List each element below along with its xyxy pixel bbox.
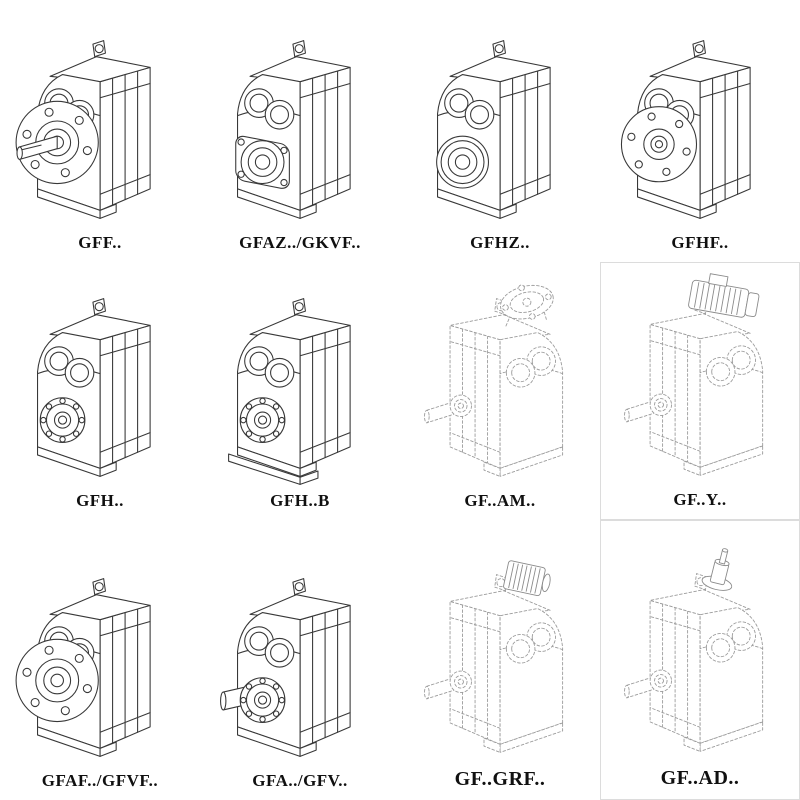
model-label: GFHF.. xyxy=(671,233,729,252)
gearbox-drawing-hollow-shaft xyxy=(36,298,151,477)
model-label: GF..Y.. xyxy=(673,490,727,509)
model-label: GFA../GFV.. xyxy=(252,771,348,790)
model-label: GFH..B xyxy=(270,491,330,510)
catalog-cell-gf-grf: GF..GRF.. xyxy=(400,520,600,800)
catalog-cell-gf-am: GF..AM.. xyxy=(400,262,600,520)
catalog-cell-gf-y: GF..Y.. xyxy=(600,262,800,520)
gearbox-drawing-solid-shaft xyxy=(219,578,351,757)
catalog-cell-gfaz-gkvf: GFAZ../GKVF.. xyxy=(200,0,400,262)
catalog-cell-gfhf: GFHF.. xyxy=(600,0,800,262)
model-label: GF..AD.. xyxy=(660,766,740,789)
catalog-cell-gfh: GFH.. xyxy=(0,262,200,520)
model-label: GF..AM.. xyxy=(464,491,536,510)
model-label: GFHZ.. xyxy=(470,233,530,252)
model-label: GFH.. xyxy=(76,491,124,510)
gearbox-drawing-hollow-flange xyxy=(620,40,751,219)
catalog-cell-gff: GFF.. xyxy=(0,0,200,262)
catalog-cell-gf-ad: GF..AD.. xyxy=(600,520,800,800)
catalog-cell-gfa-gfv: GFA../GFV.. xyxy=(200,520,400,800)
gearbox-drawing-motor-phantom xyxy=(607,270,793,487)
model-label: GFF.. xyxy=(78,233,122,252)
catalog-cell-gfhz: GFHZ.. xyxy=(400,0,600,262)
gearbox-drawing-flange xyxy=(15,578,151,757)
gearbox-drawing-foot-mounted xyxy=(227,298,351,485)
gearbox-drawing-flange-output xyxy=(15,40,151,219)
gearbox-drawing-iec-adapter-phantom xyxy=(406,280,594,488)
gearbox-drawing-square-flange xyxy=(235,40,351,219)
gearbox-drawing-shrink-disc xyxy=(436,40,551,219)
catalog-cell-gfh-b: GFH..B xyxy=(200,262,400,520)
model-label: GF..GRF.. xyxy=(454,767,546,790)
catalog-cell-gfaf-gfvf: GFAF../GFVF.. xyxy=(0,520,200,800)
gearbox-drawing-grf-input-phantom xyxy=(406,559,594,764)
model-label: GFAF../GFVF.. xyxy=(41,771,159,790)
gearbox-drawing-input-adapter-phantom xyxy=(607,545,793,763)
model-label: GFAZ../GKVF.. xyxy=(239,233,361,252)
